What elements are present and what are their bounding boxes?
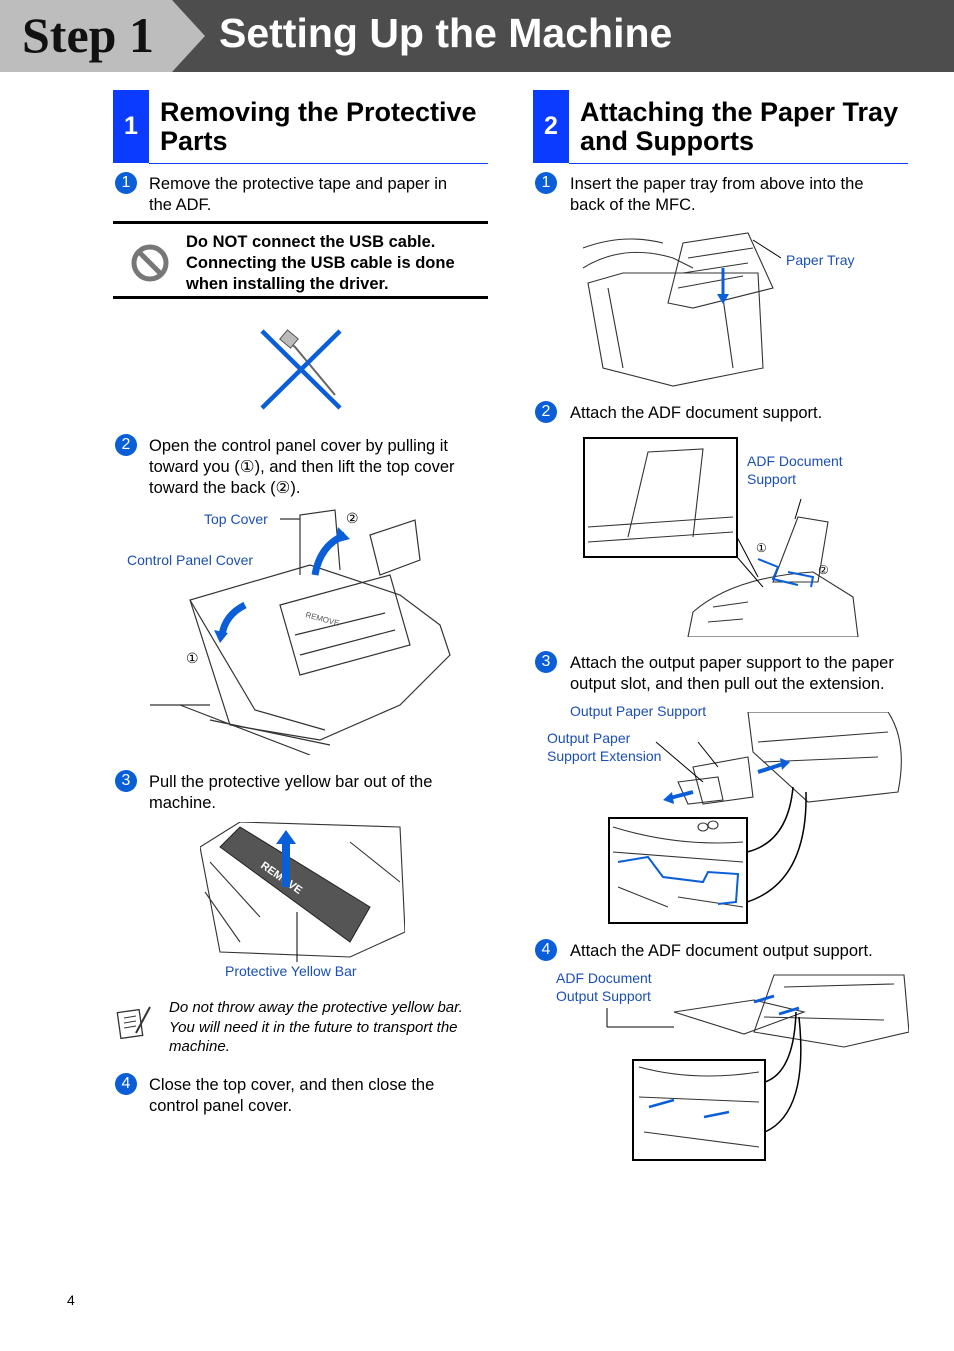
label-paper-tray: Paper Tray	[786, 252, 855, 268]
step-line: output slot, and then pull out the exten…	[570, 675, 885, 693]
step-line: machine.	[149, 794, 216, 812]
step-line: Attach the ADF document support.	[570, 404, 823, 422]
step-line: toward the back (②).	[149, 479, 301, 497]
step-line: Attach the ADF document output support.	[570, 942, 873, 960]
step-text: Attach the ADF document support.	[570, 403, 910, 424]
warning-text: Do NOT connect the USB cable. Connecting…	[186, 232, 486, 295]
step-bullet: 3	[115, 770, 137, 792]
warning-bottom-rule	[113, 296, 488, 299]
section-number-2: 2	[533, 90, 569, 163]
section-underline-2	[569, 163, 908, 164]
label-control-panel-cover: Control Panel Cover	[127, 552, 254, 568]
prohibited-icon	[131, 244, 169, 282]
section-title-1-line2: Parts	[160, 126, 228, 156]
warning-top-rule	[113, 221, 488, 224]
step-bullet: 2	[535, 401, 557, 423]
section-underline-1	[149, 163, 488, 164]
marker-1: ①	[186, 650, 199, 666]
warning-line: Do NOT connect the USB cable.	[186, 233, 436, 251]
remove-label-small: REMOVE	[304, 610, 340, 628]
open-covers-illustration: REMOVE	[150, 509, 451, 755]
label-output-paper-support: Output Paper Support	[570, 703, 707, 719]
step-text: Attach the ADF document output support.	[570, 941, 910, 962]
page-number: 4	[67, 1292, 75, 1308]
step-text: Close the top cover, and then close the …	[149, 1075, 489, 1117]
note-line: machine.	[169, 1038, 230, 1055]
step-line: back of the MFC.	[570, 196, 696, 214]
note-pad-icon	[116, 1006, 151, 1040]
note-line: Do not throw away the protective yellow …	[169, 999, 463, 1016]
label-line: Support	[747, 471, 797, 487]
label-line: Output Paper	[547, 730, 631, 746]
step-bullet: 1	[115, 172, 137, 194]
section-title-1-line1: Removing the Protective	[160, 97, 477, 127]
step-line: Insert the paper tray from above into th…	[570, 175, 864, 193]
section-title-2: Attaching the Paper Tray and Supports	[580, 98, 898, 156]
note-text: Do not throw away the protective yellow …	[169, 998, 489, 1057]
step-line: Open the control panel cover by pulling …	[149, 437, 449, 455]
label-adf-document-output-support: ADF Document Output Support	[556, 969, 652, 1005]
section-title-2-line1: Attaching the Paper Tray	[580, 97, 899, 127]
label-line: Output Support	[556, 988, 651, 1004]
output-support-illustration	[608, 712, 902, 924]
step-bullet: 2	[115, 434, 137, 456]
yellow-bar-illustration: REMOVE	[200, 822, 405, 962]
usb-cable-crossed-icon	[260, 329, 342, 410]
step-line: Close the top cover, and then close the	[149, 1076, 435, 1094]
label-line: ADF Document	[556, 970, 652, 986]
label-line: ADF Document	[747, 453, 843, 469]
step-line: Remove the protective tape and paper in	[149, 175, 448, 193]
section-number-1: 1	[113, 90, 149, 163]
step-text: Attach the output paper support to the p…	[570, 653, 915, 695]
step-bullet: 4	[115, 1073, 137, 1095]
marker-2: ②	[818, 563, 829, 577]
page-title: Setting Up the Machine	[219, 10, 673, 56]
step-text: Insert the paper tray from above into th…	[570, 174, 910, 216]
note-line: You will need it in the future to transp…	[169, 1018, 458, 1036]
step-text: Remove the protective tape and paper in …	[149, 174, 489, 216]
step-bullet: 1	[535, 172, 557, 194]
label-protective-yellow-bar: Protective Yellow Bar	[225, 963, 357, 979]
step-line: the ADF.	[149, 196, 212, 214]
step-tab-shape	[0, 0, 205, 72]
warning-line: Connecting the USB cable is done	[186, 254, 455, 272]
marker-1: ①	[756, 541, 767, 555]
section-title-1: Removing the Protective Parts	[160, 98, 477, 156]
step-text: Pull the protective yellow bar out of th…	[149, 772, 489, 814]
label-adf-document-support: ADF Document Support	[747, 452, 843, 488]
marker-2: ②	[346, 510, 359, 526]
label-top-cover: Top Cover	[204, 511, 268, 527]
adf-support-illustration	[583, 437, 859, 637]
step-line: toward you (①), and then lift the top co…	[149, 458, 455, 476]
step-bullet: 4	[535, 939, 557, 961]
label-line: Support Extension	[547, 748, 662, 764]
step-label: Step 1	[22, 7, 154, 63]
label-output-paper-support-extension: Output Paper Support Extension	[547, 729, 661, 765]
warning-line: when installing the driver.	[186, 275, 389, 293]
step-bullet: 3	[535, 651, 557, 673]
section-title-2-line2: and Supports	[580, 126, 754, 156]
step-text: Open the control panel cover by pulling …	[149, 436, 489, 499]
step-line: control panel cover.	[149, 1097, 293, 1115]
step-line: Attach the output paper support to the p…	[570, 654, 894, 672]
adf-output-support-illustration	[606, 974, 909, 1161]
paper-tray-illustration	[583, 232, 782, 387]
step-line: Pull the protective yellow bar out of th…	[149, 773, 433, 791]
